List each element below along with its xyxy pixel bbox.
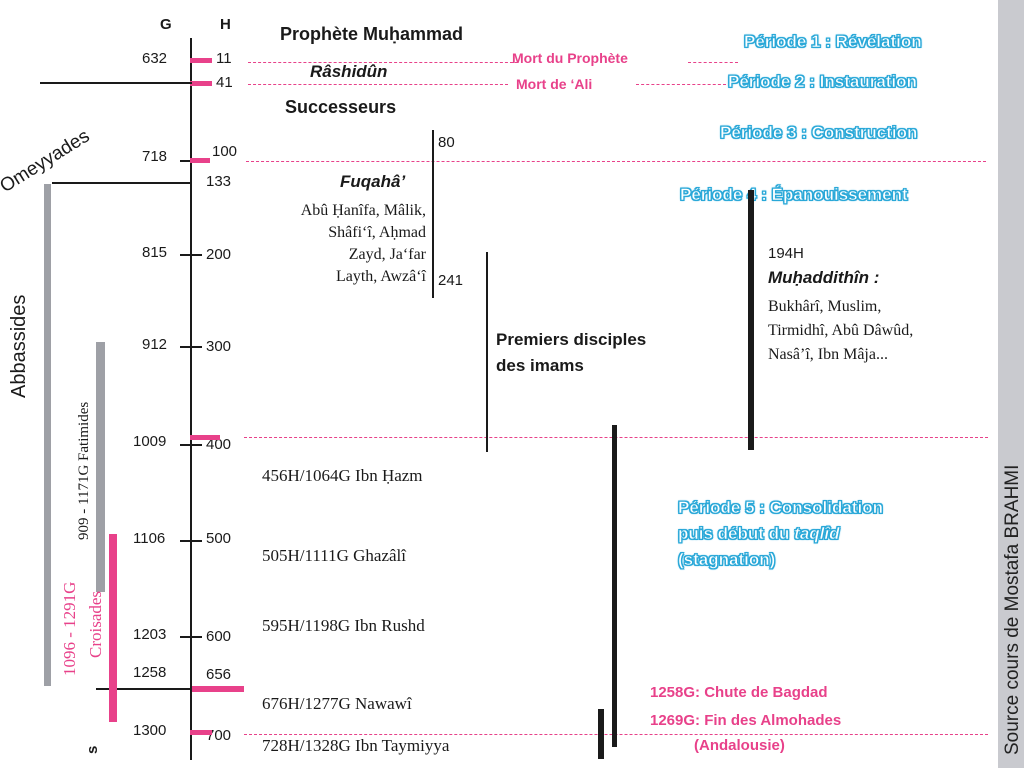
marker-661 <box>190 81 212 86</box>
disciples-line1: Premiers disciples <box>496 330 647 349</box>
g-tick: 632 <box>142 50 168 67</box>
dynasty-croisades-dates: 1096 - 1291G <box>60 581 79 676</box>
dash-632-right <box>688 62 738 63</box>
h-tick: 11 <box>216 50 232 67</box>
event-death-prophet: Mort du Prophète <box>512 50 628 66</box>
h-tick: 300 <box>206 338 232 355</box>
axis-tick <box>180 346 202 348</box>
abbassides-start-line <box>52 182 190 184</box>
abbassides-bar <box>44 184 51 686</box>
disciples-span-line <box>486 252 488 452</box>
h-tick: 133 <box>206 173 232 190</box>
label-successors: Successeurs <box>285 97 397 117</box>
fuqaha-span-line <box>432 130 434 298</box>
fuqaha-title: Fuqahâ’ <box>340 172 406 191</box>
event-almohades: 1269G: Fin des Almohades <box>650 712 842 729</box>
period-5-line2: puis début du taqlîd <box>678 524 840 544</box>
g-tick: 1258 <box>133 664 167 681</box>
label-s: s <box>84 745 101 754</box>
muhaddithin-start: 194H <box>768 245 804 262</box>
scholar: 676H/1277G Nawawî <box>262 694 412 713</box>
h-tick: 200 <box>206 246 232 263</box>
period-5-line3: (stagnation) <box>678 550 776 570</box>
marker-1009 <box>190 435 220 440</box>
event-bagdad: 1258G: Chute de Bagdad <box>650 684 828 701</box>
h-tick: 700 <box>206 727 232 744</box>
muhaddithin-bar <box>748 190 754 450</box>
marker-1258 <box>192 686 244 692</box>
fuqaha-line: Abû Ḥanîfa, Mâlik, <box>300 202 426 219</box>
fuqaha-start: 80 <box>438 134 455 151</box>
period-2: Période 2 : Instauration <box>728 72 918 92</box>
croisades-bar <box>109 534 117 722</box>
scholar: 456H/1064G Ibn Ḥazm <box>262 466 423 485</box>
h-tick: 400 <box>206 436 232 453</box>
label-rashidun: Râshidûn <box>310 62 388 81</box>
scholar: 505H/1111G Ghazâlî <box>262 546 406 565</box>
source-sidebar <box>998 0 1024 768</box>
marker-1300 <box>190 730 212 735</box>
muhaddithin-title: Muḥaddithîn : <box>768 268 880 287</box>
fuqaha-line: Shâfi‘î, Aḥmad <box>328 224 426 241</box>
h-tick: 600 <box>206 628 232 645</box>
dash-661-right <box>636 84 726 85</box>
dynasty-croisades: Croisades <box>86 590 105 658</box>
g-tick: 1300 <box>133 722 167 739</box>
fuqaha-end: 241 <box>438 272 464 289</box>
consolidation-bar <box>612 425 617 747</box>
dynasty-fatimides: 909 - 1171G Fatimides <box>76 401 92 540</box>
period-4: Période 4 : Épanouissement <box>680 185 908 205</box>
source-credit: Source cours de Mostafa BRAHMI <box>1002 464 1023 755</box>
g-tick: 1106 <box>133 530 166 547</box>
h-tick: 656 <box>206 666 232 683</box>
axis-tick <box>180 444 202 446</box>
axis-tick <box>180 160 190 162</box>
andalousie-bar <box>598 709 604 759</box>
dash-718 <box>246 161 986 162</box>
period-5-taqlid-prefix: puis début du <box>678 524 795 544</box>
h-tick: 41 <box>216 74 233 91</box>
axis-tick <box>180 636 202 638</box>
h-tick: 500 <box>206 530 232 547</box>
g-tick: 718 <box>142 148 168 165</box>
time-axis <box>190 38 192 760</box>
scholar: 595H/1198G Ibn Rushd <box>262 616 425 635</box>
fuqaha-line: Layth, Awzâ‘î <box>335 268 426 285</box>
marker-718 <box>190 158 210 163</box>
header-g: G <box>160 16 172 33</box>
marker-632 <box>190 58 212 63</box>
muhaddithin-line: Bukhârî, Muslim, <box>768 298 882 315</box>
period-5-taqlid: taqlîd <box>794 524 840 544</box>
h-tick: 100 <box>212 143 238 160</box>
g-tick: 815 <box>142 244 168 261</box>
axis-tick <box>180 540 202 542</box>
disciples-line2: des imams <box>496 356 584 375</box>
muhaddithin-line: Nasâ’î, Ibn Mâja... <box>768 346 888 363</box>
label-prophet: Prophète Muḥammad <box>280 24 464 44</box>
period-1: Période 1 : Révélation <box>744 32 922 52</box>
period-3: Période 3 : Construction <box>720 123 918 143</box>
dynasty-abbassides: Abbassides <box>8 294 30 398</box>
event-death-ali: Mort de ‘Ali <box>516 76 593 92</box>
period-5-line1: Période 5 : Consolidation <box>678 498 884 518</box>
g-tick: 912 <box>142 336 168 353</box>
g-tick: 1203 <box>133 626 167 643</box>
dash-632 <box>248 62 518 63</box>
header-h: H <box>220 16 231 33</box>
muhaddithin-line: Tirmidhî, Abû Dâwûd, <box>768 322 914 339</box>
rashidun-line <box>40 82 192 84</box>
year-1258-line <box>96 688 192 690</box>
fatimides-bar <box>96 342 105 592</box>
event-andalousie: (Andalousie) <box>694 737 785 754</box>
fuqaha-line: Zayd, Ja‘far <box>348 246 426 263</box>
scholar: 728H/1328G Ibn Taymiyya <box>262 736 450 755</box>
axis-tick <box>180 254 202 256</box>
dash-661 <box>248 84 508 85</box>
g-tick: 1009 <box>133 433 167 450</box>
